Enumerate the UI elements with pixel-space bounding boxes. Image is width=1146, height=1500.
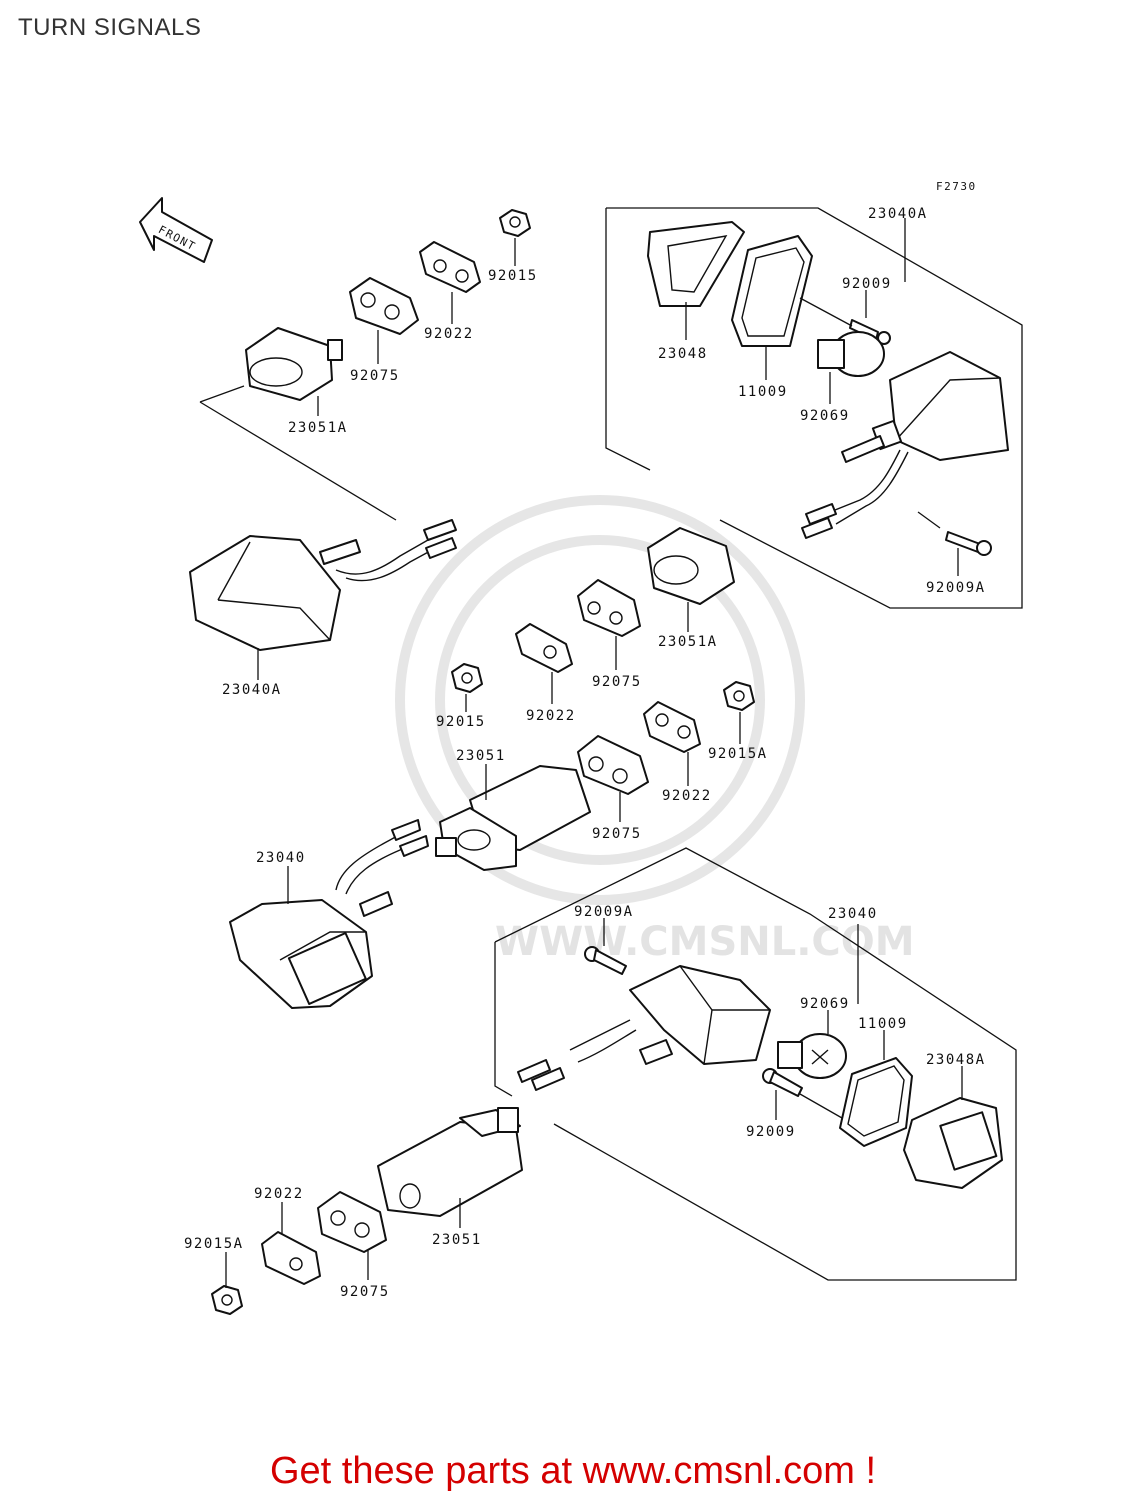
- label-23040A-top: 23040A: [868, 206, 928, 222]
- label-92009-low: 92009: [746, 1124, 796, 1140]
- washer-92022-right: [643, 701, 701, 753]
- label-92015-mid: 92015: [436, 714, 486, 730]
- grommet-92075-top: [349, 277, 419, 335]
- stay-23051-mid: [435, 765, 591, 871]
- label-92069-low: 92069: [800, 996, 850, 1012]
- label-23051-low: 23051: [432, 1232, 482, 1248]
- label-92022-mid: 92022: [526, 708, 576, 724]
- lens-23048A: [903, 1097, 1003, 1189]
- mount-23051A-top: [245, 327, 343, 401]
- turn-signal-23040-left: [229, 819, 429, 1009]
- screw-92009A-right: [945, 531, 992, 556]
- label-92009A-low: 92009A: [574, 904, 634, 920]
- footer-cta-link[interactable]: Get these parts at www.cmsnl.com !: [269, 1450, 877, 1492]
- label-23040-left: 23040: [256, 850, 306, 866]
- nut-92015A-mid: [723, 681, 755, 711]
- front-arrow-icon: FRONT: [139, 197, 213, 263]
- turn-signal-23040A-left: [189, 519, 457, 651]
- label-92022-low: 92022: [254, 1186, 304, 1202]
- washer-92022-mid: [515, 623, 573, 673]
- label-92015A-mid: 92015A: [708, 746, 768, 762]
- label-11009-low: 11009: [858, 1016, 908, 1032]
- gasket-11009-low: [839, 1057, 913, 1147]
- washer-92022-top: [419, 241, 481, 293]
- label-92009A-right: 92009A: [926, 580, 986, 596]
- washer-92022-low: [261, 1231, 321, 1285]
- label-92075-mid: 92075: [592, 674, 642, 690]
- grommet-92075-mid: [577, 579, 641, 637]
- screw-92009A-low: [584, 946, 627, 975]
- watermark-logo: WWW.CMSNL.COM: [395, 495, 915, 965]
- label-92022-right: 92022: [662, 788, 712, 804]
- label-23040A-left: 23040A: [222, 682, 282, 698]
- page-title: TURN SIGNALS: [18, 14, 202, 41]
- gasket-11009-top: [731, 235, 813, 347]
- nut-92015-mid: [451, 663, 483, 693]
- label-23048A: 23048A: [926, 1052, 986, 1068]
- label-92009-top: 92009: [842, 276, 892, 292]
- label-23051-mid: 23051: [456, 748, 506, 764]
- label-23048: 23048: [658, 346, 708, 362]
- grommet-92075-right: [577, 735, 649, 795]
- label-11009-top: 11009: [738, 384, 788, 400]
- label-23051A-top: 23051A: [288, 420, 348, 436]
- label-23040-right: 23040: [828, 906, 878, 922]
- label-92075-low: 92075: [340, 1284, 390, 1300]
- turn-signal-23040A-right: [801, 351, 1009, 539]
- label-92075-top: 92075: [350, 368, 400, 384]
- figure-code: F2730: [936, 180, 977, 193]
- stay-23051-low: [377, 1107, 523, 1217]
- grommet-92075-low: [317, 1191, 387, 1253]
- nut-92015A-low: [211, 1285, 243, 1315]
- lens-23048: [647, 221, 745, 307]
- bulb-92069-top: [817, 331, 885, 377]
- mount-23051A-mid: [647, 527, 735, 605]
- label-92069-top: 92069: [800, 408, 850, 424]
- label-92015-top: 92015: [488, 268, 538, 284]
- nut-92015-top: [499, 209, 531, 237]
- turn-signal-23040-right: [517, 965, 771, 1091]
- screw-92009-low: [762, 1068, 803, 1097]
- label-92022-top: 92022: [424, 326, 474, 342]
- watermark-text: WWW.CMSNL.COM: [495, 919, 915, 965]
- assembly-box-23040: [494, 847, 1017, 1281]
- label-23051A-mid: 23051A: [658, 634, 718, 650]
- bulb-92069-low: [777, 1033, 847, 1079]
- label-92015A-low: 92015A: [184, 1236, 244, 1252]
- assembly-box-23040A: [606, 207, 1023, 609]
- label-92075-right: 92075: [592, 826, 642, 842]
